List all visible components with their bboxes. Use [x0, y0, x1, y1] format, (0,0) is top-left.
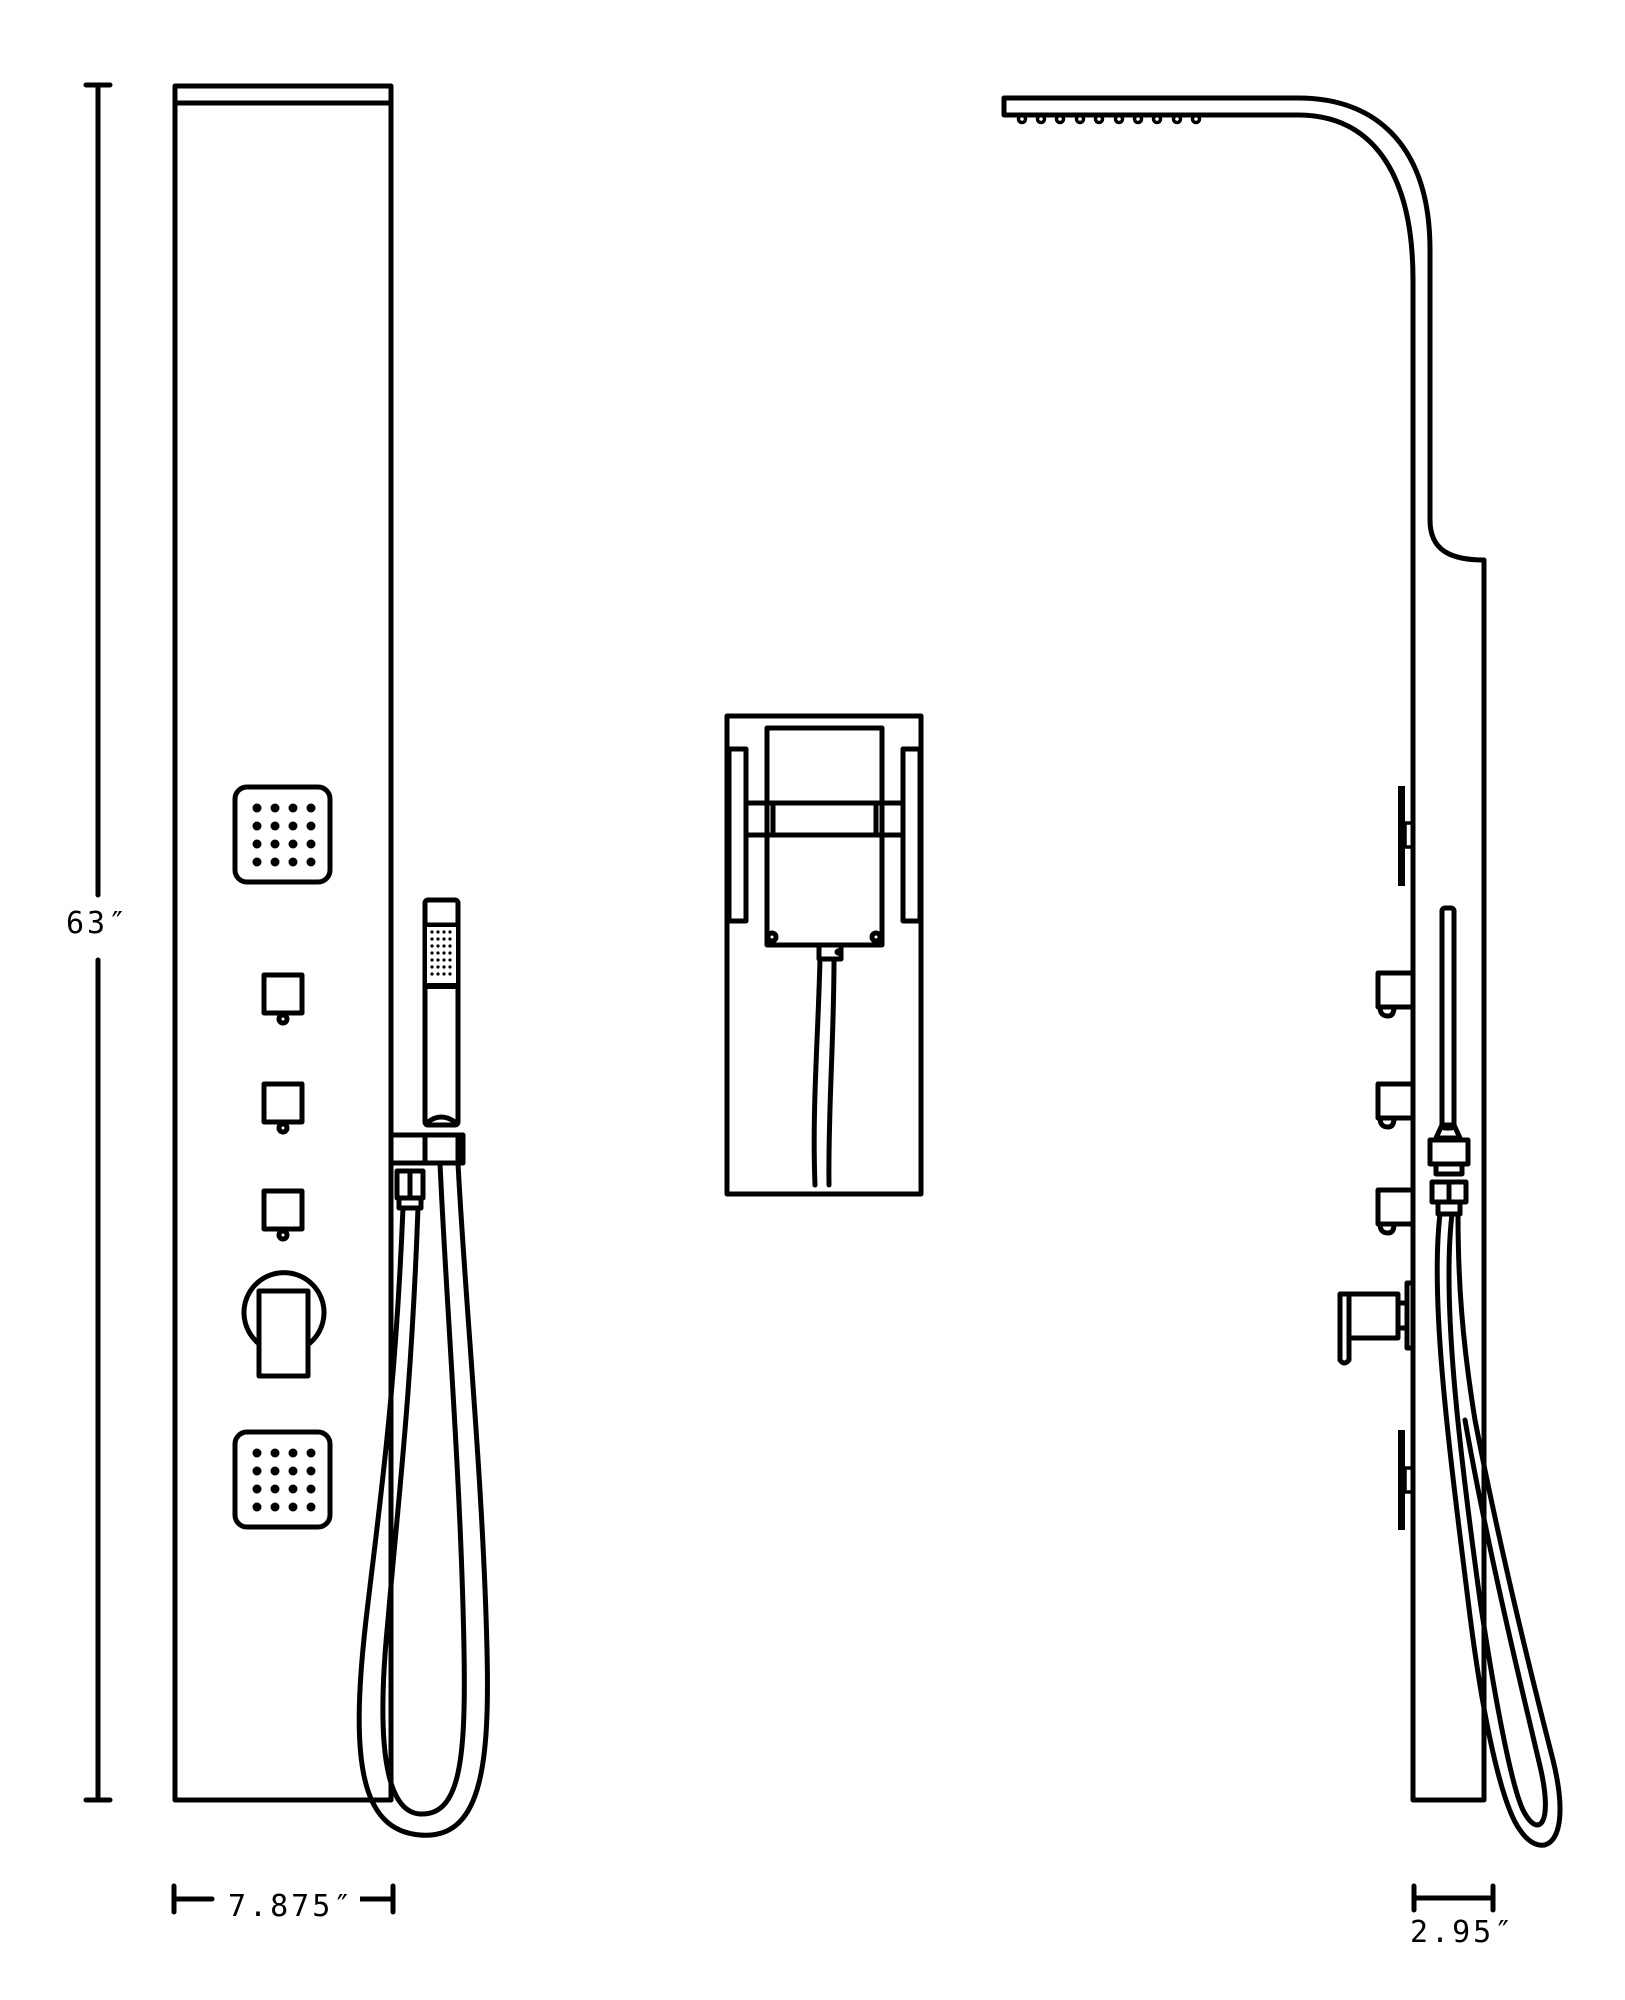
side-body-jet-lower — [1398, 1430, 1415, 1530]
front-view — [172, 83, 490, 1838]
height-dimension-line — [83, 82, 113, 1803]
side-body-jet-upper — [1398, 786, 1415, 886]
side-view — [1001, 95, 1563, 1848]
side-diverter-button-1 — [1375, 970, 1416, 1019]
mixing-handle — [241, 1270, 327, 1379]
side-hose — [1434, 1211, 1563, 1848]
diverter-button-1 — [261, 972, 305, 1026]
body-jet-lower — [232, 1429, 333, 1530]
side-diverter-button-3 — [1375, 1187, 1416, 1236]
mounting-bracket-view — [724, 713, 924, 1197]
diverter-button-3 — [261, 1188, 305, 1242]
diverter-button-2 — [261, 1081, 305, 1135]
side-mixing-handle — [1337, 1280, 1416, 1366]
width-dimension-label: 7.875″ — [222, 1892, 361, 1922]
shower-holder — [388, 1132, 466, 1211]
depth-dimension-label: 2.95″ — [1410, 1915, 1516, 1950]
depth-dimension-line — [1411, 1883, 1496, 1913]
hose — [356, 1160, 490, 1838]
side-diverter-button-2 — [1375, 1081, 1416, 1130]
rain-head-nozzles — [1016, 113, 1202, 125]
side-hand-shower — [1427, 905, 1471, 1217]
hand-shower — [422, 897, 461, 1128]
panel-body — [172, 83, 394, 1803]
panel-side-outline — [1001, 95, 1487, 1803]
body-jet-upper — [232, 784, 333, 885]
height-dimension-label: 63″ — [66, 903, 130, 945]
